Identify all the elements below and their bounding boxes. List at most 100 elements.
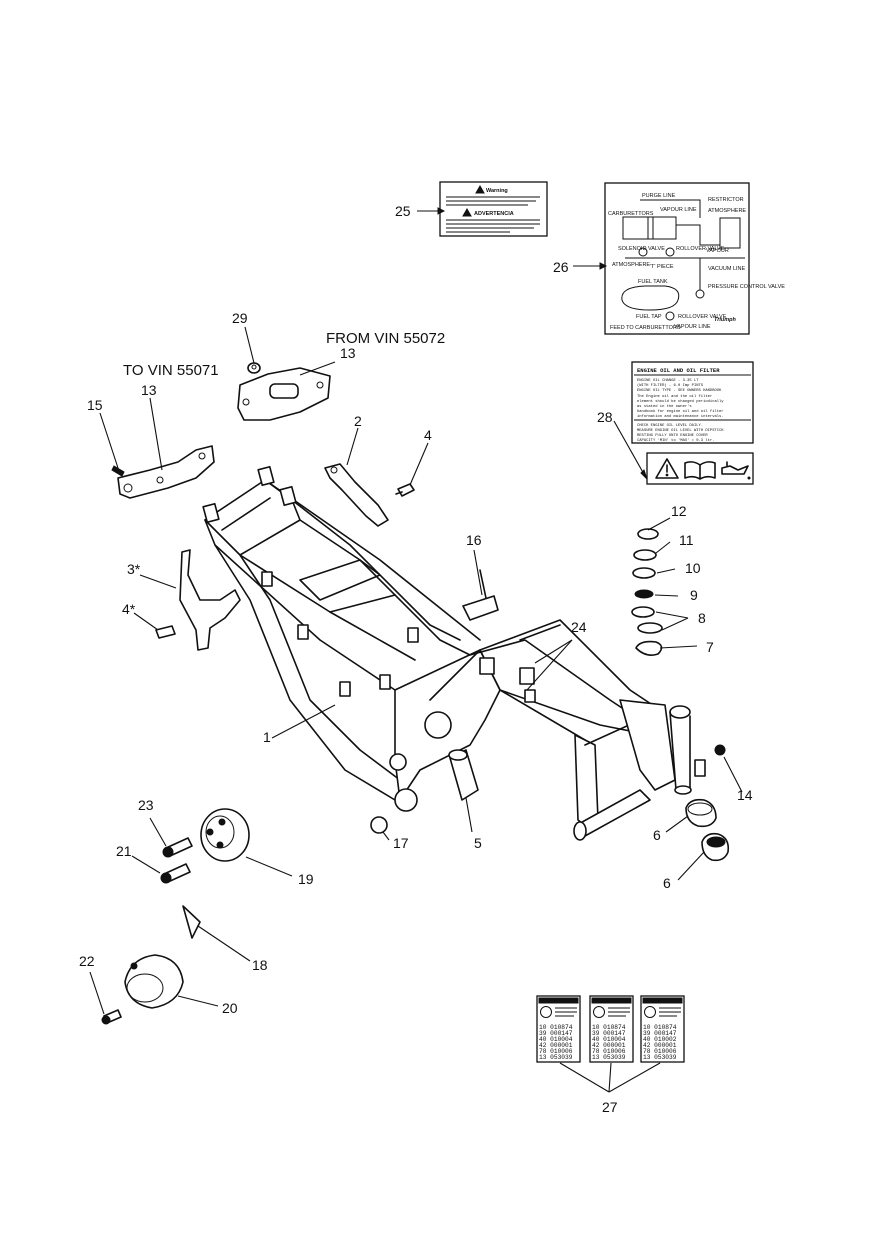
bolt-23 — [162, 837, 193, 858]
callout-13-new: 13 — [340, 345, 356, 361]
callout-25: 25 — [395, 203, 411, 219]
bracket-3 — [179, 549, 241, 651]
vapour-text: VAPOUR — [706, 248, 729, 254]
oil-line: RESTING FULLY ONTO ENGINE COVER — [637, 434, 708, 438]
bolt-4-star — [155, 625, 176, 639]
e11-row: 40 010004 — [539, 1036, 573, 1043]
feed-to-carburettors-text: FEED TO CARBURETTORS — [610, 325, 681, 331]
callout-18: 18 — [252, 957, 268, 973]
oil-label-header: ENGINE OIL AND OIL FILTER — [637, 367, 720, 374]
callout-3-star: 3* — [127, 561, 141, 577]
callout-10: 10 — [685, 560, 701, 576]
callout-5: 5 — [474, 835, 482, 851]
e11-row: 78 010006 — [643, 1048, 677, 1055]
callout-27: 27 — [602, 1099, 618, 1115]
callout-26: 26 — [553, 259, 569, 275]
oil-line: ENGINE OIL TYPE - SEE OWNERS HANDBOOK — [637, 389, 722, 393]
callout-9: 9 — [690, 587, 698, 603]
bearing-6-lower — [701, 832, 730, 862]
callout-11: 11 — [679, 532, 694, 548]
callout-numbers: 25 26 28 29 FROM VIN 55072 13 TO VIN 550… — [79, 203, 753, 1115]
oil-line: element should be changed periodically — [637, 399, 724, 404]
callout-4: 4 — [424, 427, 432, 443]
fuel-tank-text: FUEL TANK — [638, 279, 668, 285]
callout-17: 17 — [393, 835, 409, 851]
bush-5 — [448, 749, 479, 801]
cap-19 — [200, 808, 250, 862]
e11-row: 42 000001 — [592, 1042, 626, 1049]
callout-13-old: 13 — [141, 382, 157, 398]
mount-bracket-old — [117, 445, 215, 499]
open-book-icon — [684, 461, 716, 480]
callout-15: 15 — [87, 397, 103, 413]
atmosphere-text: ATMOSPHERE — [708, 208, 746, 214]
e11-label: 10 010874 39 000147 40 010004 42 000001 … — [536, 995, 581, 1063]
callout-6-upper: 6 — [653, 827, 661, 843]
oil-line: CAPACITY 'MIN' to 'MAX' = 0.3 ltr. — [637, 438, 714, 443]
oil-line: MEASURE ENGINE OIL LEVEL WITH DIPSTICK — [637, 429, 724, 433]
oil-line: The Engine oil and the oil filter — [637, 394, 712, 399]
carburettors-text: CARBURETTORS — [608, 211, 654, 217]
e11-row: 39 000147 — [592, 1030, 626, 1037]
e11-row: 40 010004 — [592, 1036, 626, 1043]
callout-29: 29 — [232, 310, 248, 326]
bolt-15 — [111, 465, 125, 477]
callout-28: 28 — [597, 409, 613, 425]
callout-12: 12 — [671, 503, 687, 519]
bracket-2 — [324, 463, 389, 527]
headstock-bearing-stack — [631, 528, 663, 656]
callout-23: 23 — [138, 797, 154, 813]
e11-row: 13 053039 — [643, 1054, 677, 1061]
warning-decal: Warning ADVERTENCIA — [439, 181, 548, 237]
e11-row: 40 010002 — [643, 1036, 677, 1043]
e11-label: 10 010874 39 000147 40 010002 42 000001 … — [640, 995, 685, 1063]
callout-2: 2 — [354, 413, 362, 429]
atmosphere-text-2: ATMOSPHERE — [612, 262, 650, 268]
e11-row: 10 010874 — [643, 1024, 677, 1031]
oil-line: information and maintenance intervals. — [637, 414, 724, 419]
to-vin-caption: TO VIN 55071 — [123, 362, 219, 379]
from-vin-caption: FROM VIN 55072 — [326, 330, 445, 347]
callout-4-star: 4* — [122, 601, 136, 617]
rollover-valve-text-2: ROLLOVER VALVE — [678, 314, 727, 320]
rollover-valve-text: ROLLOVER VALVE — [676, 246, 725, 252]
e11-row: 10 010874 — [592, 1024, 626, 1031]
pressure-control-valve-text: PRESSURE CONTROL VALVE — [708, 284, 785, 290]
plug-14 — [714, 744, 726, 756]
advertencia-title: ADVERTENCIA — [474, 211, 514, 217]
callout-20: 20 — [222, 1000, 238, 1016]
callout-1: 1 — [263, 729, 271, 745]
e11-row: 42 000001 — [539, 1042, 573, 1049]
e11-row: 10 010874 — [539, 1024, 573, 1031]
oil-can-icon — [721, 461, 751, 480]
callout-21: 21 — [116, 843, 132, 859]
solenoid-valve-text: SOLENOID VALVE — [618, 246, 665, 252]
e11-row: 39 000147 — [539, 1030, 573, 1037]
fuel-tap-text: FUEL TAP — [636, 314, 662, 320]
plug-17 — [370, 816, 388, 834]
oil-line: ENGINE OIL CHANGE - 3.35 LT — [637, 379, 699, 383]
cap-20 — [124, 954, 184, 1009]
bearing-6-upper — [685, 798, 717, 828]
e11-row: 78 010006 — [539, 1048, 573, 1055]
oil-symbols-decal — [646, 452, 754, 485]
wedge-18 — [182, 905, 201, 939]
callout-7: 7 — [706, 639, 714, 655]
bolt-22 — [101, 1009, 122, 1025]
nut-29 — [247, 362, 261, 374]
warning-title: Warning — [486, 188, 508, 194]
vapour-line-text-2: VAPOUR LINE — [674, 324, 711, 330]
restrictor-text: RESTRICTOR — [708, 197, 744, 203]
callout-22: 22 — [79, 953, 95, 969]
e11-row: 42 000001 — [643, 1042, 677, 1049]
callout-14: 14 — [737, 787, 753, 803]
oil-line: as stated in the owner's — [637, 404, 692, 409]
e11-row: 13 053039 — [592, 1054, 626, 1061]
e11-label: 10 010874 39 000147 40 010004 42 000001 … — [589, 995, 634, 1063]
bolt-21 — [160, 863, 191, 884]
bolt-4 — [395, 483, 415, 497]
vacuum-routing-decal: PURGE LINE RESTRICTOR CARBURETTORS VAPOU… — [604, 182, 785, 335]
e11-labels: 10 010874 39 000147 40 010004 42 000001 … — [536, 995, 685, 1063]
oil-line: handbook for engine oil and oil filter — [637, 409, 724, 414]
